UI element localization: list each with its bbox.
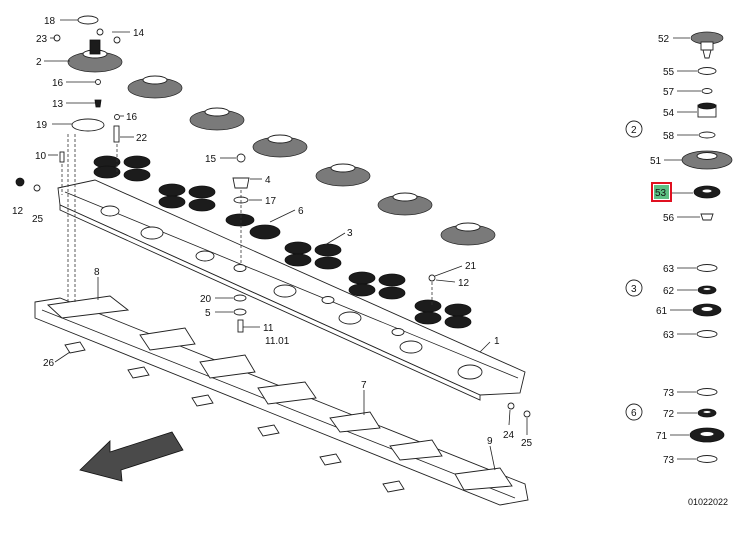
- callout-12b: 12: [458, 278, 470, 289]
- group-3-exploded: 3 63 62 61 63: [625, 264, 722, 341]
- part-54: 54: [663, 108, 675, 119]
- callout-19: 19: [36, 120, 48, 131]
- callout-4: 4: [265, 175, 271, 186]
- part-58: 58: [663, 131, 675, 142]
- callout-1: 1: [494, 336, 500, 347]
- callout-21: 21: [465, 261, 477, 272]
- callout-24: 24: [503, 430, 515, 441]
- group-3-badge-label: 3: [631, 284, 637, 295]
- part-72: 72: [663, 409, 675, 420]
- callout-14: 14: [133, 28, 145, 39]
- callout-12: 12: [12, 206, 24, 217]
- callout-22: 22: [136, 133, 148, 144]
- part-63a: 63: [663, 264, 675, 275]
- part-73a: 73: [663, 388, 675, 399]
- part-51: 51: [650, 156, 662, 167]
- part-62: 62: [663, 286, 675, 297]
- callout-3: 3: [347, 228, 353, 239]
- highlighted-part-53-box[interactable]: [651, 182, 672, 202]
- cutterbar-beam: [57, 179, 526, 401]
- group-2-badge-label: 2: [631, 125, 637, 136]
- callout-16: 16: [52, 78, 64, 89]
- direction-arrow-icon: [79, 431, 184, 482]
- part-56: 56: [663, 213, 675, 224]
- part-55: 55: [663, 67, 675, 78]
- part-52: 52: [658, 34, 670, 45]
- beam-holes: [100, 205, 483, 380]
- group-2-exploded: 2 52 55 57 54 58 51 53 56: [625, 31, 733, 224]
- callout-7: 7: [361, 380, 367, 391]
- callout-13: 13: [52, 99, 64, 110]
- left-small-parts: [15, 15, 121, 302]
- part-53[interactable]: 53: [655, 188, 667, 199]
- callout-10: 10: [35, 151, 47, 162]
- callout-26: 26: [43, 358, 55, 369]
- callout-23: 23: [36, 34, 48, 45]
- clips: [64, 341, 405, 493]
- callout-15: 15: [205, 154, 217, 165]
- part-63b: 63: [663, 330, 675, 341]
- callout-5: 5: [205, 308, 211, 319]
- middle-small-parts: [232, 153, 531, 418]
- group-2-badge: [625, 120, 643, 138]
- callout-25: 25: [32, 214, 44, 225]
- disc-hubs: [67, 39, 496, 246]
- callout-17: 17: [265, 196, 277, 207]
- part-57: 57: [663, 87, 675, 98]
- drawing-number: 01022022: [688, 497, 728, 507]
- group-3-badge: [625, 279, 643, 297]
- callout-25b: 25: [521, 438, 533, 449]
- group-6-badge-label: 6: [631, 408, 637, 419]
- part-61: 61: [656, 306, 668, 317]
- callout-labels: 18 14 23 2 16 13 19 16 22 10 12 25 15 4 …: [12, 16, 533, 449]
- callout-9: 9: [487, 436, 493, 447]
- part-73b: 73: [663, 455, 675, 466]
- callout-20: 20: [200, 294, 212, 305]
- group-6-exploded: 6 73 72 71 73: [625, 388, 725, 466]
- group-6-badge: [625, 403, 643, 421]
- leader-lines: [44, 19, 528, 471]
- skids: [47, 295, 513, 491]
- callout-11: 11: [263, 323, 274, 334]
- part-71: 71: [656, 431, 668, 442]
- bearings: [93, 155, 472, 329]
- callout-2: 2: [36, 57, 42, 68]
- callout-11-01: 11.01: [265, 336, 290, 347]
- callout-18: 18: [44, 16, 56, 27]
- callout-8: 8: [94, 267, 100, 278]
- highlighted-part-53-fill: [654, 185, 669, 199]
- callout-16b: 16: [126, 112, 138, 123]
- callout-6: 6: [298, 206, 304, 217]
